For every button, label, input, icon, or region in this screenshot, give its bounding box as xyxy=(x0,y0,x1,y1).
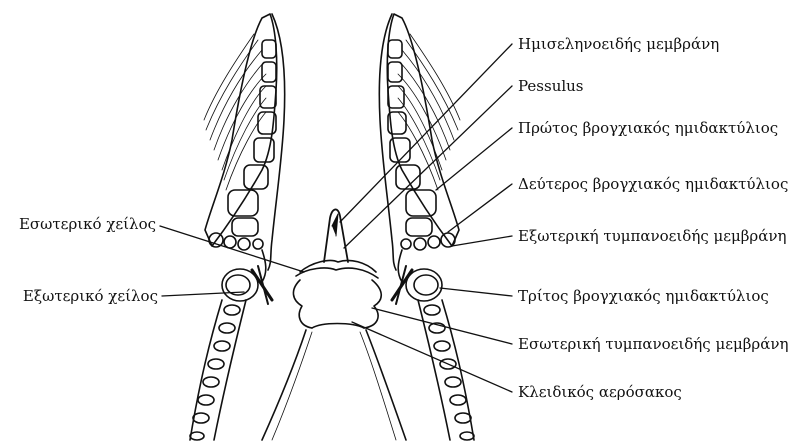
label-εξωτερικό-χείλος: Εξωτερικό χείλος xyxy=(23,287,158,305)
leader-ημισεληνοειδής xyxy=(340,44,512,222)
label-ημισεληνοειδής-μεμβράνη: Ημισεληνοειδής μεμβράνη xyxy=(518,35,719,53)
leader-πρώτος xyxy=(436,128,512,190)
label-κλειδικός-αερόσακος: Κλειδικός αερόσακος xyxy=(518,383,682,401)
label-εσωτερικό-χείλος: Εσωτερικό χείλος xyxy=(19,215,156,233)
label-pessulus: Pessulus xyxy=(518,77,584,95)
leader-τρίτος xyxy=(440,288,512,296)
leader-δεύτερος xyxy=(448,184,512,232)
syrinx-body xyxy=(262,209,406,440)
right-bronchus-wall xyxy=(379,14,474,440)
leader-εσωτερική-τυμπανοειδής xyxy=(372,308,512,344)
leader-pessulus xyxy=(344,86,512,248)
label-δεύτερος-βρογχιακός-ημιδακτύλιος: Δεύτερος βρογχιακός ημιδακτύλιος xyxy=(518,175,788,193)
label-τρίτος-βρογχιακός-ημιδακτύλιος: Τρίτος βρογχιακός ημιδακτύλιος xyxy=(518,287,769,305)
label-εξωτερική-τυμπανοειδής-μεμβράνη: Εξωτερική τυμπανοειδής μεμβράνη xyxy=(518,227,786,245)
label-πρώτος-βρογχιακός-ημιδακτύλιος: Πρώτος βρογχιακός ημιδακτύλιος xyxy=(518,119,778,137)
leader-εξωτερική-τυμπανοειδής xyxy=(452,236,512,246)
label-εσωτερική-τυμπανοειδής-μεμβράνη: Εσωτερική τυμπανοειδής μεμβράνη xyxy=(518,335,788,353)
left-bronchus-wall xyxy=(190,14,285,440)
